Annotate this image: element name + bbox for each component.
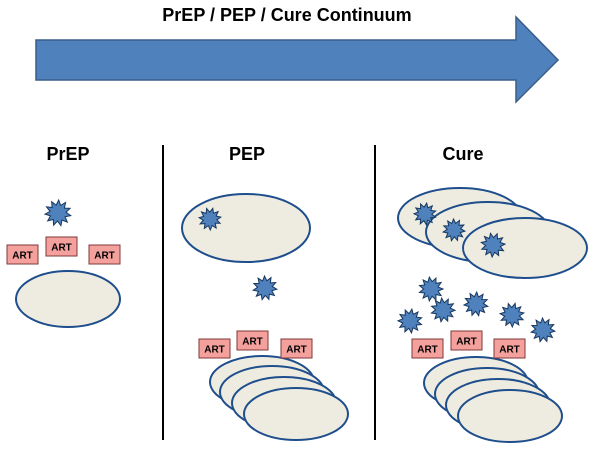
art-label: ART xyxy=(12,251,33,262)
virus-cure-in-cell-1 xyxy=(412,201,437,227)
virus-prep xyxy=(43,198,72,227)
virus-cure-free-3 xyxy=(430,296,457,324)
virus-pep-in-cell xyxy=(197,207,223,232)
cell-cure-infected-3 xyxy=(462,217,588,279)
panel-label-prep: PrEP xyxy=(46,144,89,164)
cells-layer xyxy=(15,187,588,443)
virus-pep-free xyxy=(251,274,279,301)
virus-cure-in-cell-3 xyxy=(480,232,507,259)
art-label: ART xyxy=(499,345,520,356)
panel-label-cure: Cure xyxy=(442,144,483,164)
art-label: ART xyxy=(94,251,115,262)
art-label: ART xyxy=(417,345,438,356)
cell-pep-infected xyxy=(181,193,311,263)
virus-layer xyxy=(43,198,557,343)
art-box-cure-2: ART xyxy=(450,330,483,351)
art-box-pep-3: ART xyxy=(280,338,313,359)
art-layer: ART ART ART ART ART ART ART ART ART xyxy=(6,236,526,359)
continuum-arrow xyxy=(35,15,560,104)
virus-cure-free-2 xyxy=(396,307,423,335)
art-label: ART xyxy=(286,345,307,356)
virus-cure-free-6 xyxy=(529,316,557,343)
panel-label-pep: PEP xyxy=(229,144,265,164)
art-box-prep-1: ART xyxy=(6,244,39,265)
art-label: ART xyxy=(51,243,72,254)
art-box-cure-1: ART xyxy=(411,338,444,359)
virus-cure-free-4 xyxy=(462,290,490,317)
art-box-prep-3: ART xyxy=(88,244,121,265)
art-label: ART xyxy=(242,337,263,348)
cell-prep xyxy=(15,270,121,328)
virus-cure-free-5 xyxy=(498,302,526,329)
art-box-cure-3: ART xyxy=(493,338,526,359)
virus-cure-in-cell-2 xyxy=(441,217,467,242)
diagram-title: PrEP / PEP / Cure Continuum xyxy=(162,5,411,25)
art-box-pep-2: ART xyxy=(236,330,269,351)
cell-pep-stack-4 xyxy=(243,387,349,441)
virus-cure-free-1 xyxy=(418,275,445,303)
art-label: ART xyxy=(204,345,225,356)
art-box-pep-1: ART xyxy=(198,338,231,359)
art-label: ART xyxy=(456,337,477,348)
art-box-prep-2: ART xyxy=(45,236,78,257)
cell-cure-stack-4 xyxy=(457,389,563,443)
